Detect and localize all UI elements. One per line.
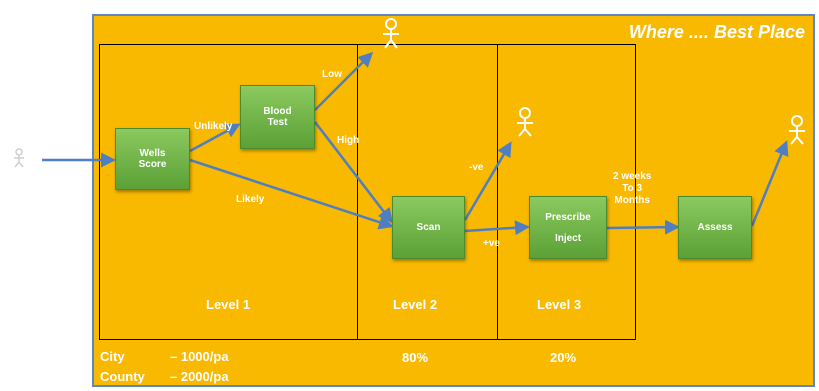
city-value: – 1000/pa — [170, 349, 229, 364]
wells-line2: Score — [138, 159, 167, 170]
edge-label-weeks: 2 weeks To 3 Months — [613, 171, 651, 207]
assess-node: Assess — [678, 196, 752, 259]
weeks-line2: To 3 — [622, 183, 643, 194]
person-icon-level3 — [789, 115, 805, 145]
city-label: City — [100, 349, 125, 364]
assess-line1: Assess — [697, 222, 733, 233]
wells-score-node: Wells Score — [115, 128, 190, 190]
arrow-scan-neg — [463, 141, 512, 221]
level-2-label: Level 2 — [393, 297, 438, 312]
prescribe-inject-node: Prescribe Inject — [529, 196, 607, 259]
scan-line1: Scan — [416, 222, 441, 233]
wells-line1: Wells — [139, 148, 166, 159]
edge-label-low: Low — [322, 69, 342, 80]
arrow-scan-prescribe — [464, 220, 530, 236]
person-icon-entry — [14, 148, 24, 168]
arrow-blood-low — [314, 51, 374, 111]
blood-line2: Test — [267, 117, 288, 128]
level-2-percent: 80% — [402, 350, 429, 365]
level-3-label: Level 3 — [537, 297, 582, 312]
weeks-line3: Months — [614, 195, 650, 206]
arrow-wells-scan — [189, 158, 394, 230]
prescribe-line2: Inject — [554, 232, 582, 244]
diagram-title: Where .... Best Place — [628, 22, 805, 42]
county-value: – 2000/pa — [170, 369, 229, 384]
weeks-line1: 2 weeks — [613, 171, 652, 182]
edge-label-neg: -ve — [469, 162, 484, 173]
county-label: County — [100, 369, 145, 384]
arrow-prescribe-assess — [606, 219, 680, 235]
blood-test-node: Blood Test — [240, 85, 315, 149]
blood-line1: Blood — [263, 106, 292, 117]
arrow-blood-high — [314, 121, 393, 224]
level-3-percent: 20% — [550, 350, 577, 365]
scan-node: Scan — [392, 196, 465, 259]
edge-label-likely: Likely — [236, 194, 265, 205]
prescribe-line1: Prescribe — [545, 211, 591, 223]
edge-label-pos: +ve — [483, 238, 500, 249]
edge-label-unlikely: Unlikely — [194, 121, 233, 132]
arrow-assess-out — [750, 140, 789, 227]
person-icon-level1 — [383, 18, 399, 49]
person-icon-level2 — [517, 107, 533, 137]
level-1-label: Level 1 — [206, 297, 251, 312]
arrow-wells-blood — [189, 123, 241, 153]
edge-label-high: High — [337, 135, 360, 146]
level-3-box — [497, 44, 636, 340]
